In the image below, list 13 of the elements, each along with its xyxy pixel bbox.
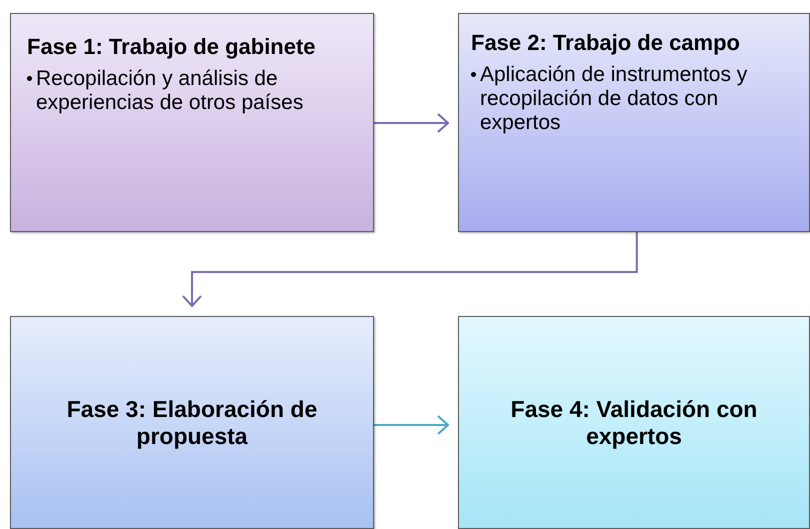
arrow [374, 415, 449, 435]
arrow [182, 232, 638, 307]
arrow [374, 113, 449, 133]
bullet-text: Recopilación y análisis de experiencias de otros países [36, 67, 304, 115]
process-box [10, 13, 374, 232]
process-box [458, 13, 810, 232]
process-box [10, 316, 374, 529]
bullet-text: Aplicación de instrumentos y recopilación de datos con expertos [480, 63, 748, 134]
phase-title: Fase 3: Elaboración de propuesta [66, 396, 318, 449]
phase-title: Fase 2: Trabajo de campo [471, 30, 741, 56]
phase-title: Fase 4: Validación con expertos [510, 396, 758, 449]
process-box [458, 316, 810, 529]
phase-title: Fase 1: Trabajo de gabinete [27, 34, 317, 60]
